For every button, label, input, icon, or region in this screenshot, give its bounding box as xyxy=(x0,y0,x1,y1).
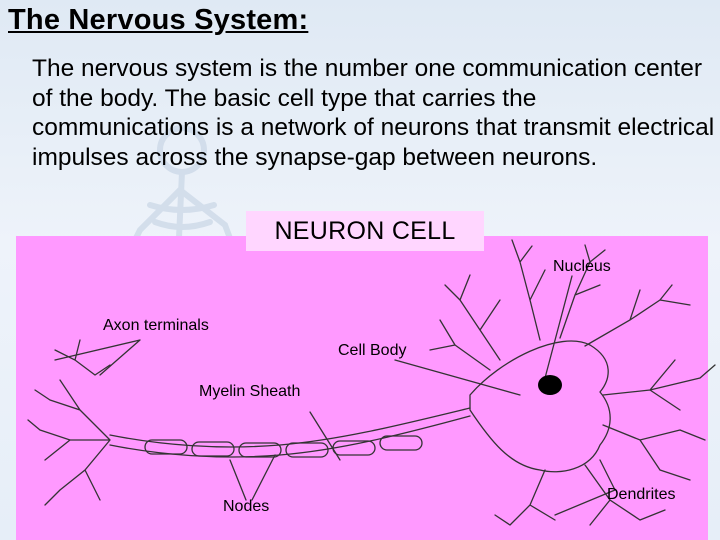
cell-body-outline xyxy=(469,340,611,473)
dendrite xyxy=(602,424,706,481)
label-dendrites: Dendrites xyxy=(607,486,676,503)
slide-body-text: The nervous system is the number one com… xyxy=(32,55,715,171)
axon xyxy=(109,407,471,448)
axon-terminals xyxy=(54,339,111,376)
neuron-cell-title: NEURON CELL xyxy=(246,211,484,251)
axon-terminals xyxy=(27,379,111,506)
pointer-line xyxy=(554,459,616,516)
dendrite xyxy=(511,239,546,341)
dendrite xyxy=(494,469,556,526)
dendrite xyxy=(584,284,691,347)
label-axon-terminals: Axon terminals xyxy=(103,317,209,334)
dendrite xyxy=(444,274,501,361)
dendrite xyxy=(602,359,716,411)
label-nucleus: Nucleus xyxy=(553,258,611,275)
pointer-line xyxy=(544,275,573,379)
label-nodes: Nodes xyxy=(223,498,270,515)
myelin-segments xyxy=(144,435,423,458)
pointer-line xyxy=(309,411,341,461)
nucleus xyxy=(538,375,562,395)
dendrite xyxy=(584,464,666,526)
dendrite xyxy=(429,319,491,371)
slide-title: The Nervous System: xyxy=(8,4,309,36)
pointer-line xyxy=(54,339,141,376)
label-cell-body: Cell Body xyxy=(338,342,407,359)
neuron-diagram-panel xyxy=(16,236,708,540)
dendrite xyxy=(559,244,606,339)
axon xyxy=(109,415,471,458)
pointer-line xyxy=(229,454,276,501)
label-myelin-sheath: Myelin Sheath xyxy=(199,383,301,400)
pointer-line xyxy=(394,359,521,396)
